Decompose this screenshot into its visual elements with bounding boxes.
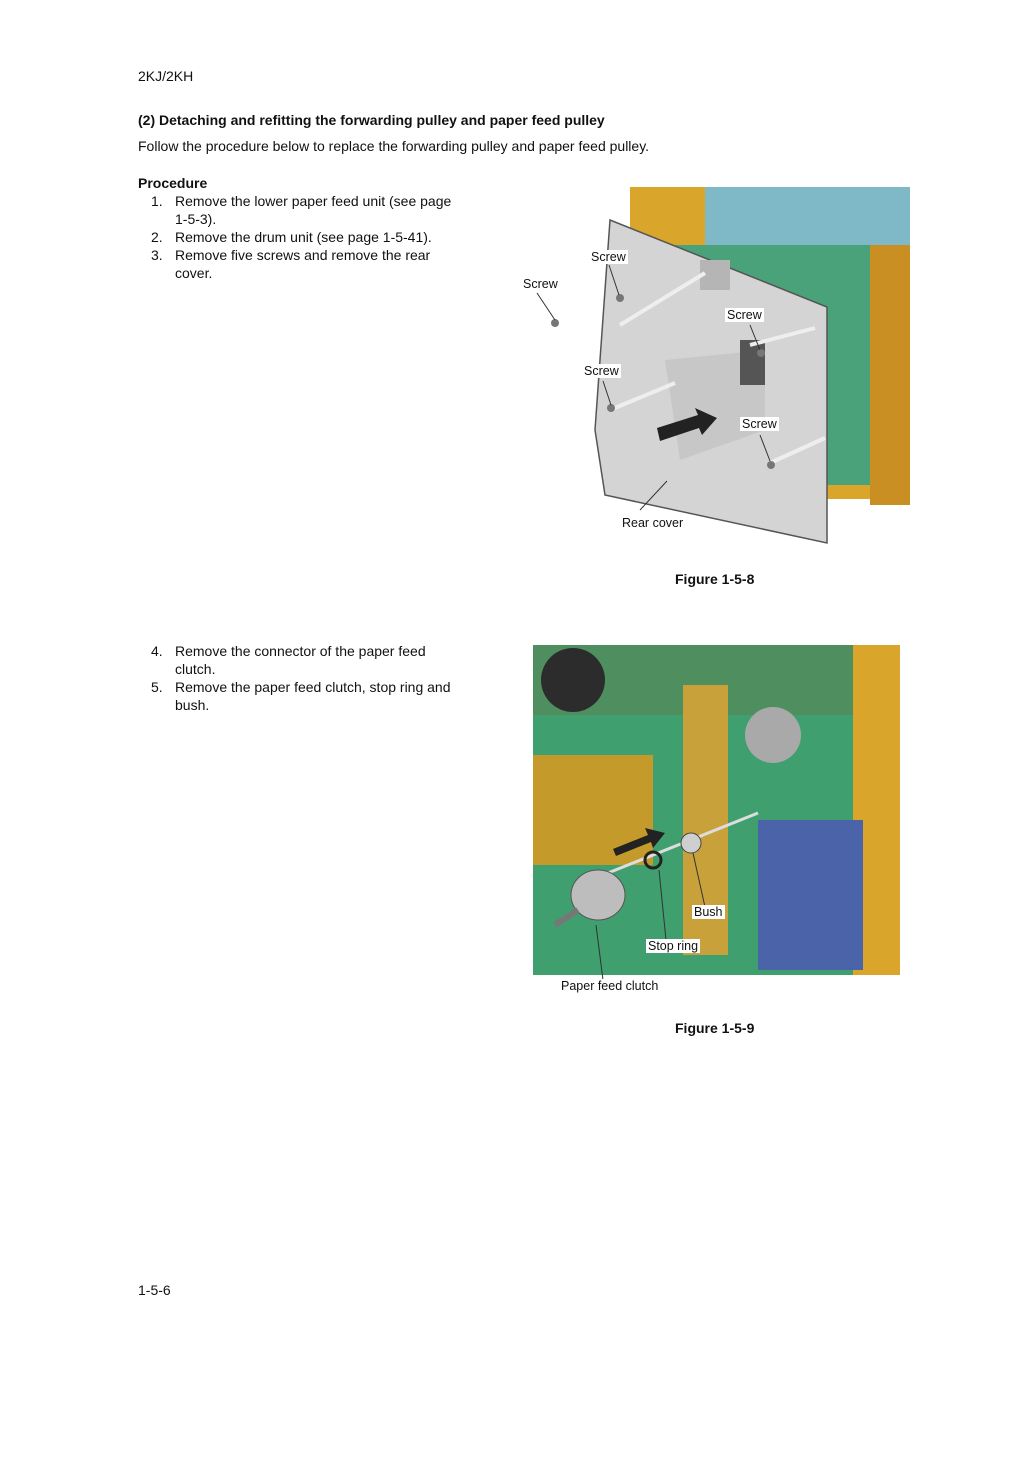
screw-label: Screw — [589, 250, 628, 264]
procedure-steps-4-5: 4. Remove the connector of the paper fee… — [138, 642, 465, 714]
figure-1-5-9-caption: Figure 1-5-9 — [675, 1020, 755, 1036]
procedure-step: 2. Remove the drum unit (see page 1-5-41… — [151, 229, 432, 245]
bush-label: Bush — [692, 905, 725, 919]
procedure-step: 5. Remove the paper feed clutch, stop ri… — [151, 679, 451, 713]
procedure-step: 1. Remove the lower paper feed unit (see… — [151, 193, 452, 227]
figure-1-5-8: Screw Screw Screw Screw Screw Rear cover — [515, 185, 910, 545]
screw-label: Screw — [582, 364, 621, 378]
document-model-header: 2KJ/2KH — [138, 68, 194, 84]
stop-ring-label: Stop ring — [646, 939, 701, 953]
rear-cover-illustration — [536, 187, 910, 544]
figure-1-5-9: Bush Stop ring Paper feed clutch — [533, 645, 900, 995]
procedure-step: 4. Remove the connector of the paper fee… — [151, 643, 426, 677]
section-intro: Follow the procedure below to replace th… — [138, 138, 650, 154]
procedure-step: 3. Remove five screws and remove the rea… — [151, 247, 431, 281]
screw-label: Screw — [521, 277, 560, 291]
procedure-label: Procedure — [138, 175, 208, 191]
page-number: 1-5-6 — [138, 1282, 171, 1298]
rear-cover-label: Rear cover — [620, 516, 686, 530]
figure-1-5-8-caption: Figure 1-5-8 — [675, 571, 755, 587]
screw-label: Screw — [725, 308, 764, 322]
procedure-steps-1-3: 1. Remove the lower paper feed unit (see… — [138, 192, 465, 282]
screw-label: Screw — [740, 417, 779, 431]
section-title: (2) Detaching and refitting the forwardi… — [138, 112, 605, 128]
paper-feed-clutch-illustration — [533, 645, 900, 981]
paper-feed-clutch-label: Paper feed clutch — [559, 979, 661, 993]
